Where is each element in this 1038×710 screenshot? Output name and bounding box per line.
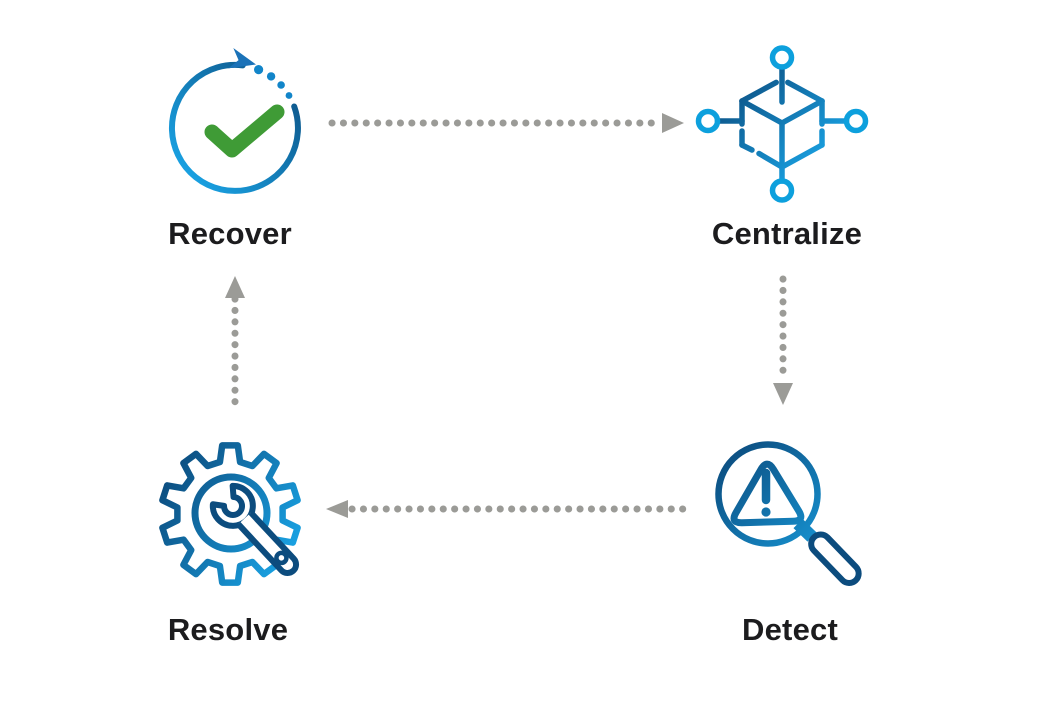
arrowhead-down-icon [773,383,793,405]
warning-triangle-icon [730,460,805,527]
arrow-detect-to-resolve [326,500,690,518]
network-node-circles [695,45,869,203]
centralize-cube-network-icon [695,45,869,203]
exclamation-mark-icon [761,468,771,517]
arrowhead-right-icon [662,113,684,133]
arrowhead-left-icon [326,500,348,518]
node-right [843,108,869,134]
arrow-centralize-to-detect [773,275,793,405]
gear-outline [159,442,301,586]
node-bottom [769,178,795,203]
arrow-recover-to-centralize [328,113,684,133]
arrowhead-up-icon [225,276,245,298]
node-left [695,108,721,134]
resolve-gear-wrench-icon [159,442,301,586]
resolve-label: Resolve [167,612,289,647]
wrench-handle-hole [274,550,289,566]
magnifier-neck [793,518,817,542]
magnifier-lens [715,441,821,547]
checkmark-icon [204,104,285,158]
wrench-jaw [209,482,256,529]
arrow-resolve-to-recover [225,276,245,406]
detect-magnifier-alert-icon [715,441,862,586]
cube-wireframe [714,64,850,184]
recover-refresh-check-icon [168,48,301,194]
recover-label: Recover [168,216,292,251]
node-top [769,45,795,70]
circular-arc [168,61,301,194]
detect-label: Detect [742,612,838,647]
wrench-icon [209,482,300,576]
magnifier-handle [808,531,862,586]
trailing-dots [254,65,293,99]
refresh-arrowhead-icon [228,48,256,69]
centralize-label: Centralize [711,216,863,251]
